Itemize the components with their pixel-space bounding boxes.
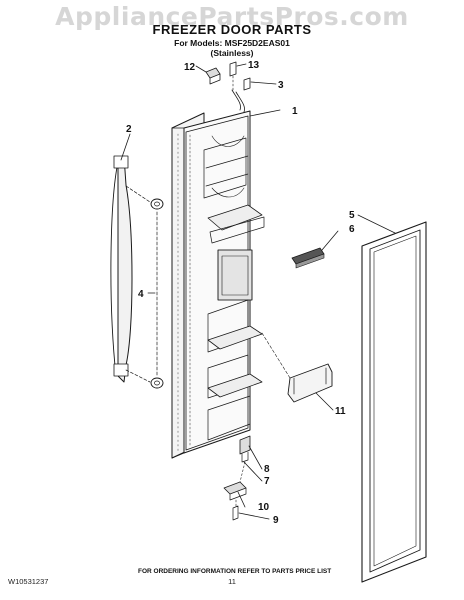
callout-12: 12 — [184, 62, 196, 73]
callout-2: 2 — [126, 124, 132, 135]
diagram-title: FREEZER DOOR PARTS — [152, 22, 312, 37]
door-panel — [171, 110, 265, 459]
ordering-note: FOR ORDERING INFORMATION REFER TO PARTS … — [138, 568, 332, 575]
callout-13: 13 — [248, 60, 260, 71]
callout-3: 3 — [278, 80, 284, 91]
handle-studs — [125, 185, 164, 389]
callout-6: 6 — [349, 224, 355, 235]
document-code: W10531237 — [8, 577, 49, 586]
leader-lines — [120, 63, 396, 520]
callout-7: 7 — [264, 476, 270, 487]
trim-strip — [291, 247, 325, 269]
model-subtitle: For Models: MSF25D2EAS01 — [174, 38, 290, 48]
door-handle — [110, 155, 133, 383]
callout-labels: 1 2 3 4 5 6 7 8 9 10 11 12 13 — [126, 60, 355, 526]
finish-subtitle: (Stainless) — [210, 48, 254, 58]
page-number: 11 — [228, 577, 236, 586]
callout-9: 9 — [273, 515, 279, 526]
callout-5: 5 — [349, 210, 355, 221]
callout-10: 10 — [258, 502, 270, 513]
door-gasket — [361, 221, 427, 583]
callout-1: 1 — [292, 106, 298, 117]
door-bin — [261, 332, 333, 403]
bottom-hinge-parts — [223, 435, 251, 521]
callout-4: 4 — [138, 289, 144, 300]
watermark: AppliancePartsPros.com — [55, 2, 409, 31]
top-hinge-parts — [205, 61, 251, 113]
callout-11: 11 — [335, 406, 346, 417]
callout-8: 8 — [264, 464, 270, 475]
